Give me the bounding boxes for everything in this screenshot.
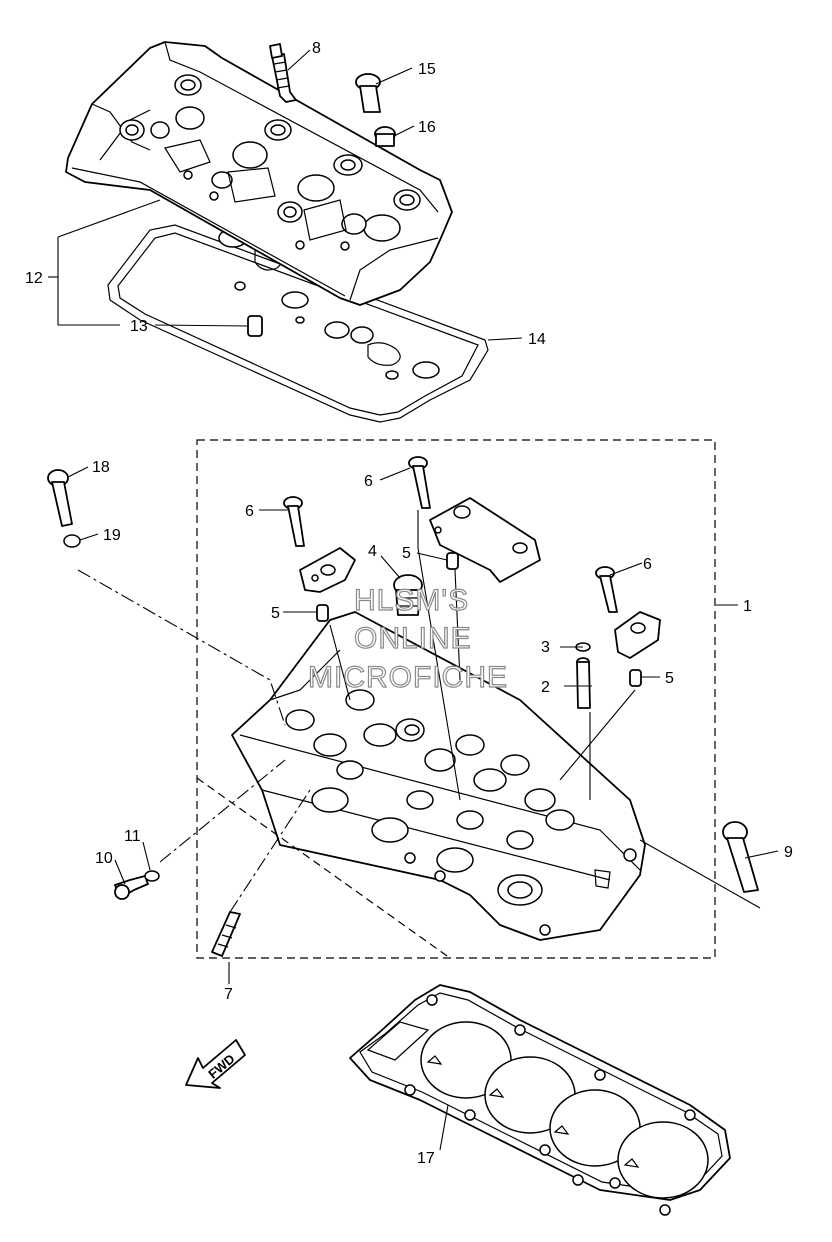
- bolt-10: [114, 875, 149, 900]
- cover-dowel-pin: [247, 315, 263, 337]
- head-cover-gasket: [107, 224, 489, 423]
- head-bolt-9: [722, 821, 759, 893]
- callout-1: 1: [743, 598, 752, 615]
- callout-5b: 5: [271, 605, 280, 622]
- dowel-pin-c: [629, 669, 642, 687]
- callout-12: 12: [25, 270, 43, 287]
- bolt-18: [47, 469, 73, 527]
- callout-18: 18: [92, 459, 110, 476]
- camshaft-cap-right: [614, 611, 661, 659]
- cover-bolt-15: [355, 73, 381, 113]
- callout-10: 10: [95, 850, 113, 867]
- washer-11: [144, 870, 160, 882]
- dowel-pin-b: [446, 552, 459, 570]
- callout-14: 14: [528, 331, 546, 348]
- callout-16: 16: [418, 119, 436, 136]
- head-cover-body: [65, 41, 453, 306]
- leader-lines: [48, 49, 779, 1151]
- callout-19: 19: [103, 527, 121, 544]
- plug-4: [393, 574, 423, 616]
- cylinder-head-pockets: [285, 689, 637, 936]
- watermark-line-3: MICROFICHE: [308, 661, 508, 694]
- watermark: HLSM'S ONLINE MICROFICHE: [307, 583, 508, 694]
- callout-6a: 6: [245, 503, 254, 520]
- callout-9: 9: [784, 844, 793, 861]
- spark-plug: [269, 43, 297, 103]
- callout-6c: 6: [643, 556, 652, 573]
- stud-bolt: [211, 911, 241, 957]
- head-assembly-group-box: [196, 439, 716, 959]
- washer-19: [63, 534, 81, 548]
- cap-bolt-left: [283, 496, 305, 547]
- callout-5c: 5: [665, 670, 674, 687]
- dowel-pin-a: [316, 604, 329, 622]
- watermark-line-2: ONLINE: [354, 622, 472, 655]
- callout-4: 4: [368, 543, 377, 560]
- valve-guide: [576, 657, 591, 709]
- fwd-arrow: FWD: [185, 1039, 246, 1089]
- callout-6b: 6: [364, 473, 373, 490]
- cylinder-head-gasket: [349, 984, 731, 1216]
- gasket-seal-rings: [218, 228, 440, 380]
- cylinder-head: [231, 611, 646, 941]
- callout-17: 17: [417, 1150, 435, 1167]
- cap-bolt-center: [408, 456, 431, 509]
- camshaft-cap-center: [429, 497, 541, 583]
- callout-5a: 5: [402, 545, 411, 562]
- callout-7: 7: [224, 986, 233, 1003]
- cover-grommet-16: [374, 126, 396, 147]
- callout-15: 15: [418, 61, 436, 78]
- cylinder-head-cover: [65, 41, 489, 423]
- callout-11: 11: [124, 828, 141, 845]
- callout-3: 3: [541, 639, 550, 656]
- cover-plug-holes: [119, 74, 421, 251]
- watermark-line-1: HLSM'S: [354, 584, 469, 617]
- callout-2: 2: [541, 679, 550, 696]
- callout-8: 8: [312, 40, 321, 57]
- callout-labels: 1 2 3 4 5 5 5 6 6 6 7 8 9 10 11 12 13 14…: [25, 40, 793, 1167]
- callout-13: 13: [130, 318, 148, 335]
- cap-bolt-right: [595, 566, 618, 613]
- camshaft-cap-left: [299, 547, 356, 593]
